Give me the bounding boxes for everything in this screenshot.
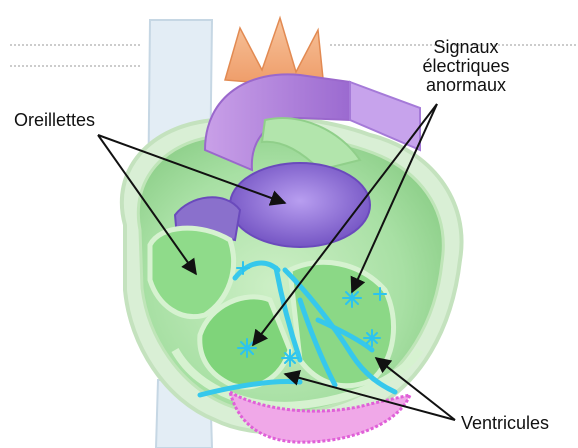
label-signaux-line-1: Signaux — [398, 38, 534, 57]
label-oreillettes: Oreillettes — [14, 111, 95, 130]
label-signaux-electriques-anormaux: Signaux électriques anormaux — [398, 38, 534, 95]
label-signaux-line-2: électriques — [398, 57, 534, 76]
label-signaux-line-3: anormaux — [398, 76, 534, 95]
label-ventricules: Ventricules — [461, 414, 549, 433]
